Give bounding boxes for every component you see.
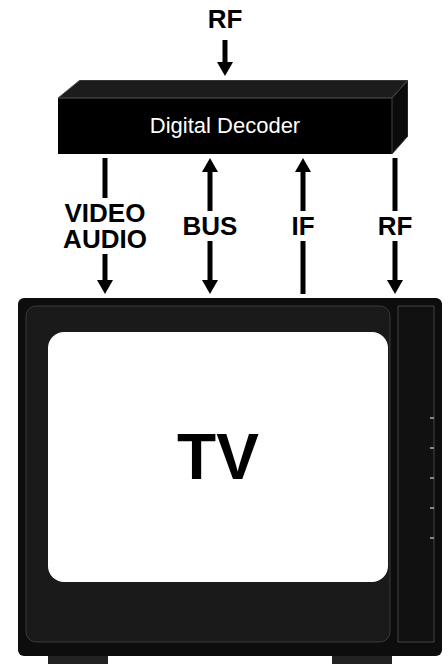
signal-label: RF xyxy=(208,6,243,32)
side-face xyxy=(392,80,408,154)
signal-arrow xyxy=(301,172,306,294)
decoder-front-text-area: Digital Decoder xyxy=(58,98,392,154)
screen-label: TV xyxy=(177,420,259,494)
tv-cabinet xyxy=(18,298,442,656)
panel-button xyxy=(430,477,434,479)
tv-bezel xyxy=(26,306,390,642)
panel-button xyxy=(430,417,434,419)
signal-label: RF xyxy=(374,211,417,241)
signal-arrow xyxy=(208,172,213,280)
panel-button xyxy=(430,537,434,539)
signal-arrow xyxy=(393,158,398,280)
panel-button xyxy=(430,507,434,509)
tv-screen xyxy=(48,332,388,582)
decoder-box: Digital Decoder xyxy=(58,80,408,154)
signal-label: IF xyxy=(287,211,318,241)
tv-foot xyxy=(332,656,392,664)
tv-foot xyxy=(48,656,108,664)
front-face xyxy=(58,98,392,154)
control-panel xyxy=(398,306,434,642)
input-arrow xyxy=(223,40,228,62)
device-label: Digital Decoder xyxy=(150,113,300,139)
top-face xyxy=(58,80,408,98)
signal-arrow xyxy=(103,158,108,280)
tv-set: TV xyxy=(18,298,442,664)
signal-label: BUS xyxy=(179,211,242,241)
tv-screen-text-area: TV xyxy=(48,332,388,582)
signal-label: VIDEO AUDIO xyxy=(59,198,151,254)
panel-button xyxy=(430,447,434,449)
